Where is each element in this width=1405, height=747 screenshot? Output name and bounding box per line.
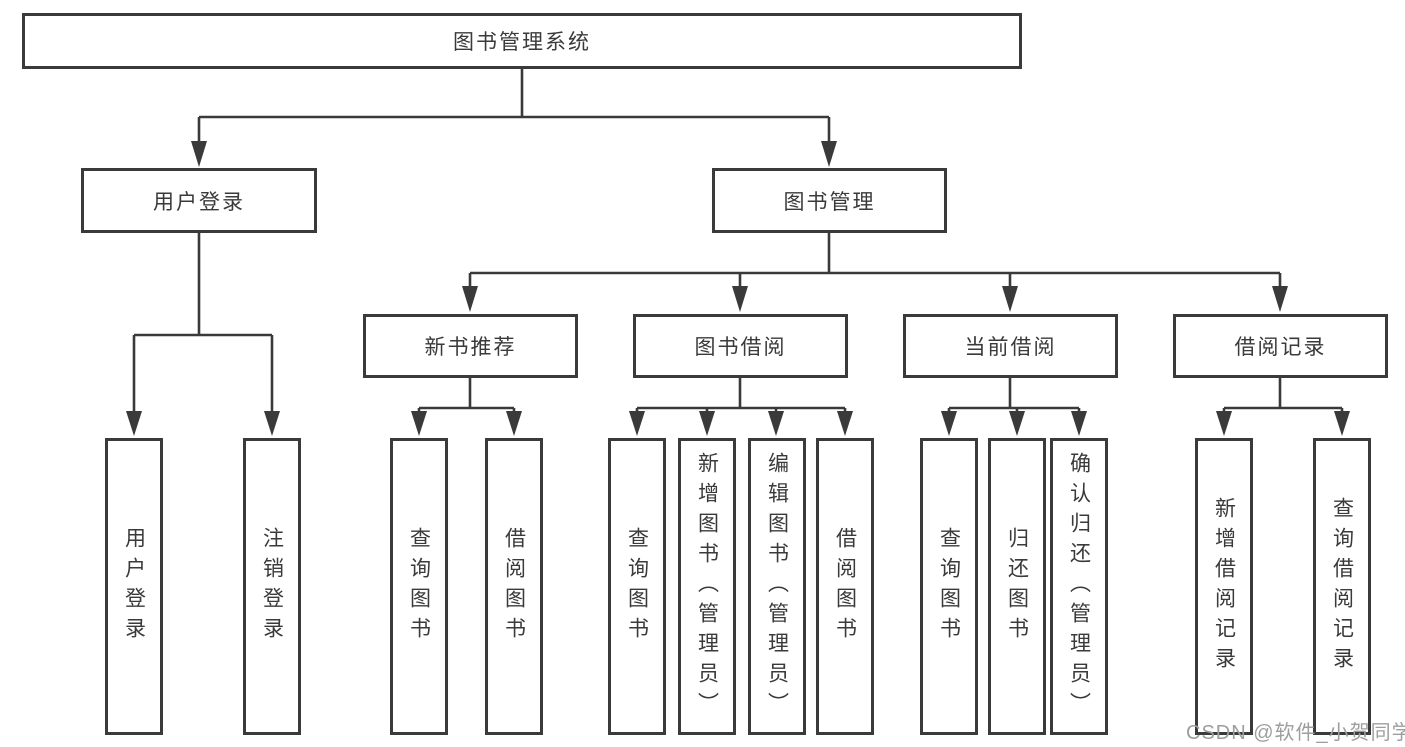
arrowhead-icon (462, 286, 478, 312)
leaf-borrow-books-label: 借阅图书 (833, 526, 857, 647)
node-book-borrow: 图书借阅 (633, 314, 848, 378)
arrowhead-icon (837, 411, 853, 436)
node-new-book-recommend-label: 新书推荐 (424, 336, 517, 359)
node-user-login: 用户登录 (81, 168, 317, 233)
leaf-query-books-recommend: 查询图书 (390, 438, 448, 735)
node-borrow-records: 借阅记录 (1173, 314, 1388, 378)
leaf-query-books-current-label: 查询图书 (937, 526, 961, 647)
leaf-borrow-books-recommend-label: 借阅图书 (502, 526, 526, 647)
node-borrow-records-label: 借阅记录 (1234, 336, 1327, 359)
connector-user-login (132, 233, 274, 412)
node-root-label: 图书管理系统 (453, 31, 591, 54)
leaf-confirm-return-admin-label: 确认归还（管理员） (1067, 451, 1091, 722)
leaf-edit-book-admin-label: 编辑图书（管理员） (765, 451, 789, 722)
arrowhead-icon (1272, 286, 1288, 312)
leaf-logout-label: 注销登录 (260, 526, 284, 647)
connector-root (197, 68, 831, 142)
leaf-user-login-label: 用户登录 (122, 526, 146, 647)
leaf-add-borrow-record: 新增借阅记录 (1195, 438, 1253, 735)
arrowhead-icon (1216, 411, 1232, 436)
arrowhead-icon (191, 141, 207, 167)
arrowhead-icon (629, 411, 645, 436)
connector-new-book-recommend (417, 378, 516, 412)
arrowhead-icon (941, 411, 957, 436)
node-current-borrow: 当前借阅 (903, 314, 1118, 378)
leaf-edit-book-admin: 编辑图书（管理员） (748, 438, 806, 735)
leaf-add-book-admin-label: 新增图书（管理员） (695, 451, 719, 722)
leaf-add-borrow-record-label: 新增借阅记录 (1212, 496, 1236, 677)
arrowhead-icon (506, 411, 522, 436)
leaf-query-books-recommend-label: 查询图书 (407, 526, 431, 647)
leaf-logout: 注销登录 (243, 438, 301, 735)
node-book-management: 图书管理 (712, 168, 947, 233)
arrowhead-icon (411, 411, 427, 436)
leaf-query-books-borrow: 查询图书 (608, 438, 666, 735)
leaf-borrow-books-recommend: 借阅图书 (485, 438, 543, 735)
node-book-borrow-label: 图书借阅 (694, 336, 787, 359)
leaf-return-book-label: 归还图书 (1005, 526, 1029, 647)
node-user-login-label: 用户登录 (153, 190, 245, 214)
connector-book-management (468, 233, 1282, 287)
arrowhead-icon (732, 286, 748, 312)
arrowhead-icon (768, 411, 784, 436)
leaf-confirm-return-admin: 确认归还（管理员） (1050, 438, 1108, 735)
csdn-watermark: CSDN @软件_小贺同学 (1186, 722, 1405, 744)
connector-book-borrow (635, 378, 847, 412)
leaf-return-book: 归还图书 (988, 438, 1046, 735)
leaf-query-borrow-record: 查询借阅记录 (1313, 438, 1371, 735)
leaf-query-books-current: 查询图书 (920, 438, 978, 735)
leaf-query-borrow-record-label: 查询借阅记录 (1330, 496, 1354, 677)
node-root: 图书管理系统 (22, 13, 1022, 69)
leaf-add-book-admin: 新增图书（管理员） (678, 438, 736, 735)
node-book-management-label: 图书管理 (783, 190, 876, 214)
arrowhead-icon (1071, 411, 1087, 436)
arrowhead-icon (821, 141, 837, 167)
arrowhead-icon (1002, 286, 1018, 312)
arrowhead-icon (699, 411, 715, 436)
leaf-user-login: 用户登录 (105, 438, 163, 735)
node-new-book-recommend: 新书推荐 (363, 314, 578, 378)
connector-current-borrow (947, 378, 1081, 412)
leaf-query-books-borrow-label: 查询图书 (625, 526, 649, 647)
node-current-borrow-label: 当前借阅 (964, 336, 1057, 359)
arrowhead-icon (1009, 411, 1025, 436)
arrowhead-icon (126, 411, 142, 436)
arrowhead-icon (264, 411, 280, 436)
connector-borrow-records (1222, 378, 1344, 412)
arrowhead-icon (1334, 411, 1350, 436)
leaf-borrow-books: 借阅图书 (816, 438, 874, 735)
